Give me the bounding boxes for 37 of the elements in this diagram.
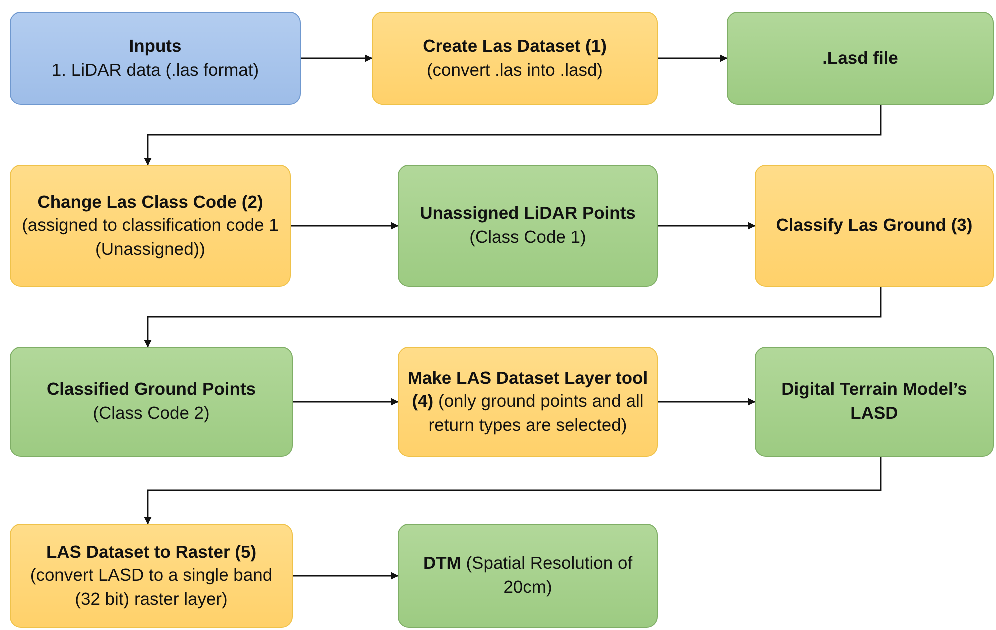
node-text: Classify Las Ground (3): [776, 214, 973, 238]
node-text: Make LAS Dataset Layer tool (4) (only ground points and all return types are selected): [407, 366, 649, 437]
arrow: [293, 398, 399, 406]
process-box: [372, 12, 658, 105]
node-text: Digital Terrain Model’s LASD: [780, 378, 968, 425]
arrow: [144, 105, 882, 166]
arrow: [658, 222, 756, 230]
node-heading: Inputs: [129, 34, 182, 58]
process-box: [398, 347, 658, 457]
process-box: [10, 165, 291, 287]
node-text: (Class Code 2): [93, 402, 210, 425]
arrow: [293, 572, 399, 580]
arrow: [144, 287, 882, 348]
output-box: [755, 347, 994, 457]
node-text: (convert LASD to a single band (32 bit) raster layer): [29, 564, 274, 611]
arrow: [144, 457, 882, 525]
node-heading: Change Las Class Code (2): [38, 190, 264, 214]
process-box: [10, 524, 293, 628]
arrow: [658, 398, 756, 406]
node-text: (convert .las into .lasd): [426, 58, 604, 82]
node-text: Unassigned LiDAR Points (Class Code 1): [419, 202, 637, 249]
node-text: DTM (Spatial Resolution of 20cm): [422, 552, 634, 599]
node-text: .Lasd file: [822, 46, 898, 70]
output-box: [10, 347, 293, 457]
node-heading: Classified Ground Points: [46, 378, 256, 402]
output-box: [398, 524, 658, 628]
output-box: [398, 165, 658, 287]
node-text: (assigned to classification code 1 (Unassigned)): [21, 214, 280, 261]
arrow: [301, 54, 373, 62]
input-box: [10, 12, 301, 105]
arrow: [291, 222, 399, 230]
process-box: [755, 165, 994, 287]
node-text: 1. LiDAR data (.las format): [52, 58, 260, 82]
node-heading: Create Las Dataset (1): [423, 34, 607, 58]
output-box: [727, 12, 994, 105]
node-heading: LAS Dataset to Raster (5): [46, 540, 257, 564]
arrow: [658, 54, 728, 62]
